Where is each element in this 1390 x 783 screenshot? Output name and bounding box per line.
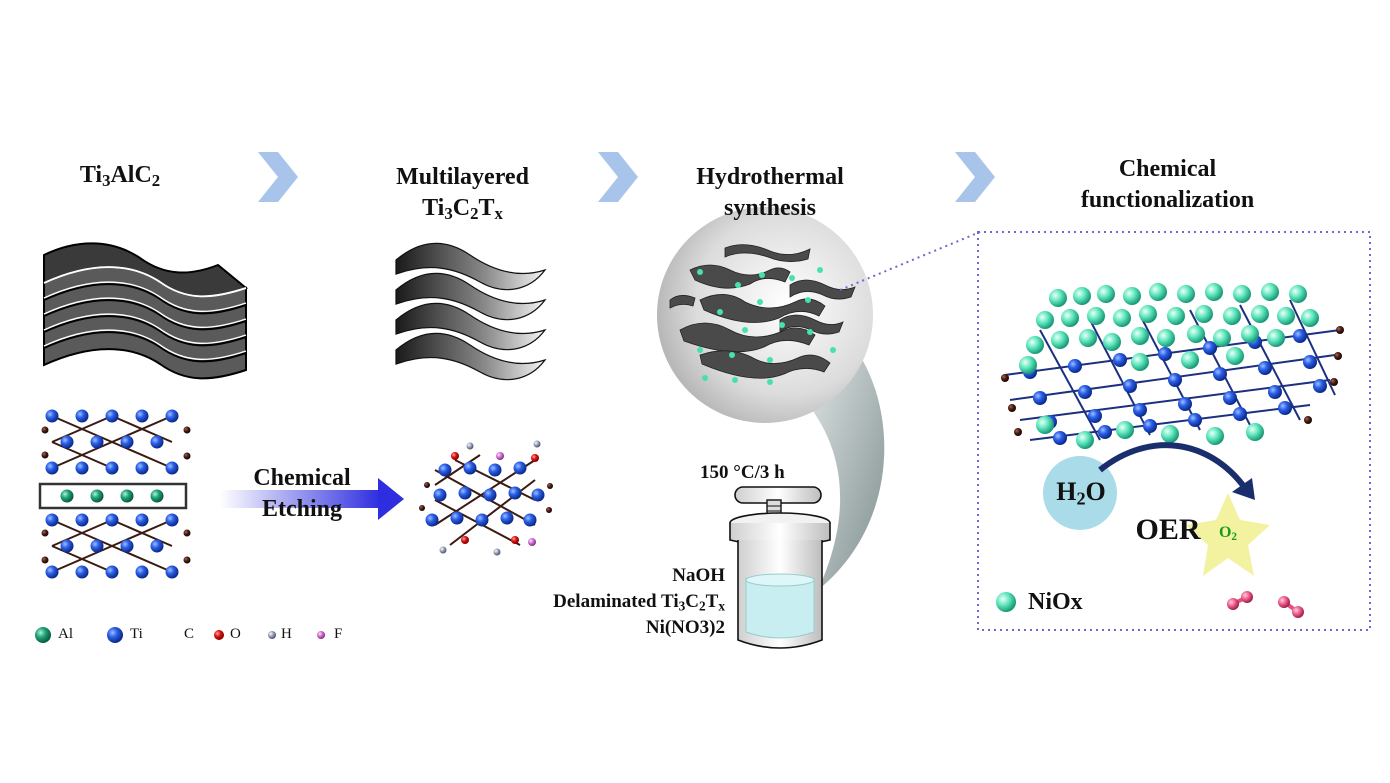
step4-title-line1: Chemical	[1118, 156, 1217, 182]
step3-title-line2: synthesis	[723, 195, 817, 221]
f-sphere-icon	[317, 631, 325, 639]
autoclave-icon	[729, 486, 831, 649]
legend-label-al: Al	[58, 626, 73, 642]
multilayer-sheets-icon	[395, 243, 547, 381]
o2-label: O2	[1218, 524, 1238, 543]
legend-label-f: F	[334, 626, 343, 642]
step4-title-line2: functionalization	[1080, 187, 1255, 213]
reagent-delaminated-mxene: Delaminated Ti3C2Tx	[553, 591, 725, 614]
step2-title-line1: Multilayered	[396, 164, 529, 190]
oer-arrow-icon	[1098, 442, 1248, 490]
reactor-condition: 150 °C/3 h	[700, 462, 785, 483]
step3-title: Hydrothermal synthesis	[670, 162, 870, 224]
legend-label-c: C	[184, 626, 195, 642]
h-sphere-icon	[268, 631, 276, 639]
step4-title: Chemical functionalization	[1055, 154, 1280, 216]
niox-sphere-icon	[996, 592, 1016, 612]
al-sphere-icon	[35, 627, 51, 643]
step2-title: Multilayered Ti3C2Tx	[370, 162, 555, 224]
niox-dots	[697, 267, 836, 385]
reagent-naoh: NaOH	[672, 565, 725, 586]
element-legend-icons	[35, 627, 325, 643]
max-phase-structure	[38, 409, 191, 579]
magnified-bubble	[657, 207, 885, 590]
etching-arrow-icon	[220, 478, 404, 520]
etching-label: Chemical Etching	[232, 463, 372, 525]
o2-molecule-icon-2	[1278, 596, 1304, 618]
etching-label-line1: Chemical	[253, 465, 351, 491]
oer-scheme	[1043, 442, 1304, 618]
step2-title-line2: Ti3C2Tx	[422, 195, 503, 224]
legend-label-o: O	[230, 626, 241, 642]
step-chevrons	[258, 152, 995, 202]
step1-title: Ti3AlC2	[79, 162, 161, 191]
oer-label: OER	[1135, 513, 1201, 546]
chevron-icon-3	[955, 152, 995, 202]
o2-star-icon	[1186, 493, 1270, 576]
legend-label-ti: Ti	[130, 626, 143, 642]
o2-molecule-icon-1	[1227, 591, 1253, 610]
h2o-label: H2O	[1056, 477, 1106, 509]
niox-legend-label: NiOx	[1028, 589, 1083, 615]
mxene-structure	[419, 440, 553, 556]
layered-block-icon	[43, 242, 249, 380]
ti-sphere-icon	[107, 627, 123, 643]
step3-title-line1: Hydrothermal	[696, 164, 844, 190]
zoom-frame	[977, 231, 1371, 631]
o-sphere-icon	[214, 630, 224, 640]
reagent-nickel-nitrate: Ni(NO3)2	[645, 617, 725, 638]
zoom-connector	[839, 231, 981, 291]
chevron-icon-2	[598, 152, 638, 202]
chevron-icon-1	[258, 152, 298, 202]
etching-label-line2: Etching	[261, 496, 342, 522]
h2o-bubble-icon	[1043, 456, 1117, 530]
legend-label-h: H	[281, 626, 292, 642]
functionalized-structure	[1001, 283, 1344, 449]
